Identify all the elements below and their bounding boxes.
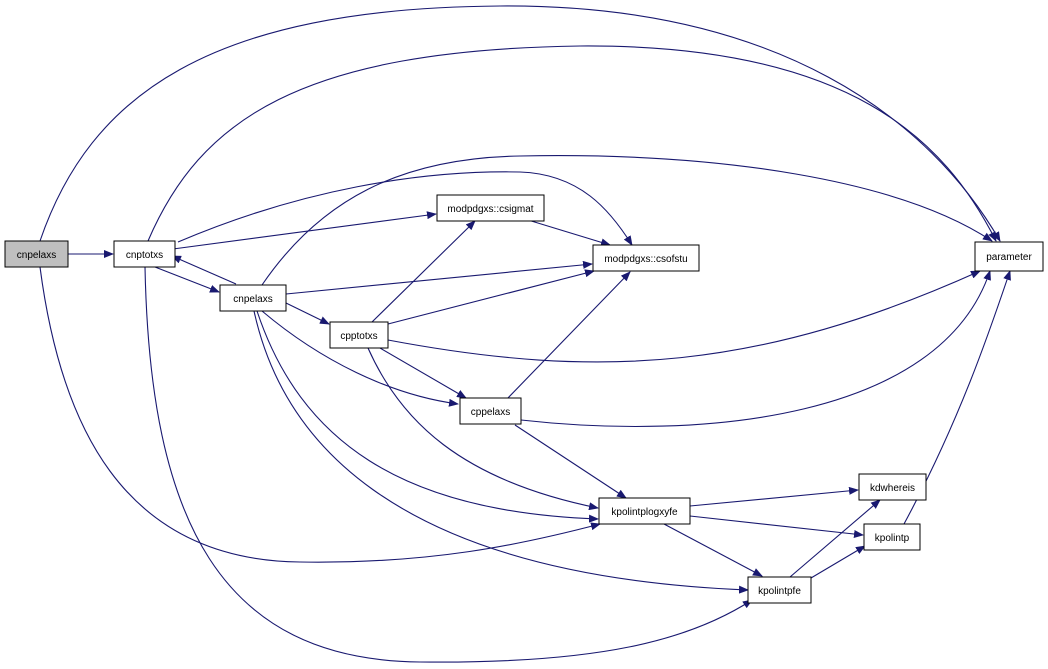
edge-cnpelaxs2-csofstu — [285, 260, 593, 295]
edge-kpolintplogxyfe-kdwhereis — [689, 486, 859, 507]
node-cnptotxs[interactable]: cnptotxs — [113, 240, 176, 268]
edge-cnptotxs-kpolintpfe — [144, 266, 753, 663]
edge-cnpelaxs2-cppelaxs — [261, 310, 459, 407]
edge-cpptotxs-csigmat — [371, 220, 476, 323]
edge-csigmat-csofstu — [527, 219, 611, 247]
node-cnpelaxs[interactable]: cnpelaxs — [219, 284, 287, 312]
edge-cnptotxs-csigmat — [172, 211, 437, 250]
node-root-label: cnpelaxs — [17, 250, 56, 261]
node-cppelaxs-label: cppelaxs — [471, 407, 510, 418]
edge-cnpelaxs2-kpolintplogxyfe — [256, 310, 599, 523]
node-kdwhereis-label: kdwhereis — [870, 483, 915, 494]
node-cppelaxs[interactable]: cppelaxs — [459, 397, 522, 425]
edge-cpptotxs-cppelaxs — [379, 347, 467, 399]
edge-kpolintpfe-kpolintp — [810, 545, 866, 579]
node-csigmat-label: modpdgxs::csigmat — [447, 204, 533, 215]
node-kpolintpfe-label: kpolintpfe — [758, 586, 801, 597]
edge-root-kpolintplogxyfe — [39, 266, 601, 563]
edge-cnpelaxs2-cpptotxs — [285, 302, 330, 325]
edge-cppelaxs-kpolintplogxyfe — [514, 424, 627, 499]
node-root[interactable]: cnpelaxs — [4, 240, 69, 268]
node-kpolintp-label: kpolintp — [875, 533, 910, 544]
node-csofstu[interactable]: modpdgxs::csofstu — [592, 244, 700, 272]
node-csofstu-label: modpdgxs::csofstu — [604, 254, 687, 265]
node-kpolintplogxyfe-label: kpolintplogxyfe — [611, 507, 678, 518]
edge-kpolintplogxyfe-kpolintp — [689, 515, 864, 538]
edges — [39, 5, 1011, 663]
node-kpolintp[interactable]: kpolintp — [863, 523, 921, 551]
node-cnpelaxs-label: cnpelaxs — [233, 294, 272, 305]
edge-cppelaxs-csofstu — [505, 271, 631, 401]
nodes: cnpelaxs cnptotxs cnpelaxs cpptotxs cppe… — [4, 194, 1044, 604]
node-cnptotxs-label: cnptotxs — [126, 250, 163, 261]
node-parameter[interactable]: parameter — [974, 241, 1044, 272]
edge-kpolintpfe-kdwhereis — [789, 499, 881, 578]
edge-cpptotxs-csofstu — [387, 269, 595, 325]
edge-cnptotxs-csofstu — [177, 171, 633, 246]
node-cpptotxs-label: cpptotxs — [340, 331, 377, 342]
edge-cnpelaxs2-kpolintpfe — [253, 310, 749, 594]
node-kpolintplogxyfe[interactable]: kpolintplogxyfe — [598, 497, 691, 525]
node-kdwhereis[interactable]: kdwhereis — [858, 473, 927, 501]
edge-kpolintplogxyfe-kpolintpfe — [663, 523, 763, 577]
node-parameter-label: parameter — [986, 252, 1032, 263]
edge-cppelaxs-parameter — [520, 270, 991, 428]
node-kpolintpfe[interactable]: kpolintpfe — [747, 576, 812, 604]
edge-cnptotxs-parameter — [147, 45, 997, 242]
edge-root-parameter — [39, 5, 1001, 242]
edge-cpptotxs-kpolintplogxyfe — [367, 347, 599, 511]
node-cpptotxs[interactable]: cpptotxs — [329, 321, 389, 349]
edge-cpptotxs-parameter — [387, 270, 981, 363]
edge-cnpelaxs2-parameter — [261, 155, 993, 286]
node-csigmat[interactable]: modpdgxs::csigmat — [436, 194, 545, 222]
edge-cnptotxs-cnpelaxs2 — [154, 266, 220, 293]
edge-cnpelaxs2-cnptotxs — [171, 255, 237, 285]
